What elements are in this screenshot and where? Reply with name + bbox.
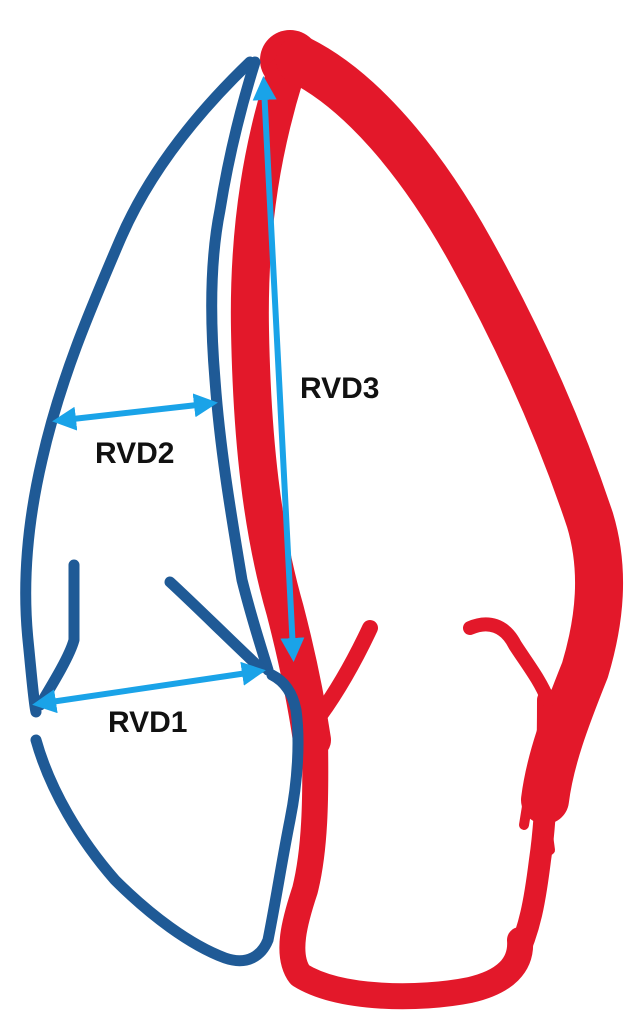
rv-septal-line: [206, 56, 274, 676]
rvd2-arrow: [52, 393, 218, 431]
lv-base: [279, 727, 534, 1010]
lv-lateral-wall-base: [504, 689, 559, 971]
rvd1-label: RVD1: [108, 706, 187, 739]
lv-papillary-left: [312, 620, 378, 723]
rvd1-arrow: [32, 661, 266, 714]
measurement-arrows: [32, 76, 305, 714]
lv-lateral-wall: [276, 36, 624, 824]
left-ventricle: [230, 30, 624, 1010]
rvd3-label: RVD3: [300, 372, 379, 405]
lv-trabecula: [519, 795, 555, 855]
lv-papillary-right: [463, 617, 555, 707]
rvd3-arrow: [252, 76, 305, 662]
rv-moderator-band: [164, 576, 266, 674]
rvd2-label: RVD2: [95, 437, 174, 470]
rv-trabecula-left: [34, 559, 80, 711]
rv-lower-wall: [30, 669, 304, 967]
